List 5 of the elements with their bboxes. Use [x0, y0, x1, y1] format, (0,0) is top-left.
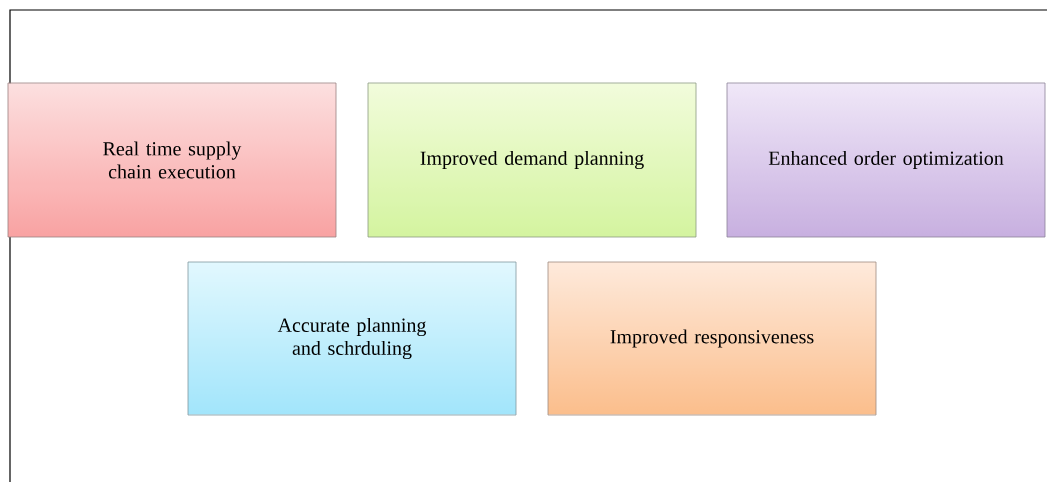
- text-box: Accurate planning and schrduling: [187, 261, 517, 416]
- text-box: Improved responsiveness: [547, 261, 877, 416]
- text-box: Real time supply chain execution: [7, 82, 337, 238]
- text-box: Improved demand planning: [367, 82, 697, 238]
- text-box: Enhanced order optimization: [726, 82, 1046, 238]
